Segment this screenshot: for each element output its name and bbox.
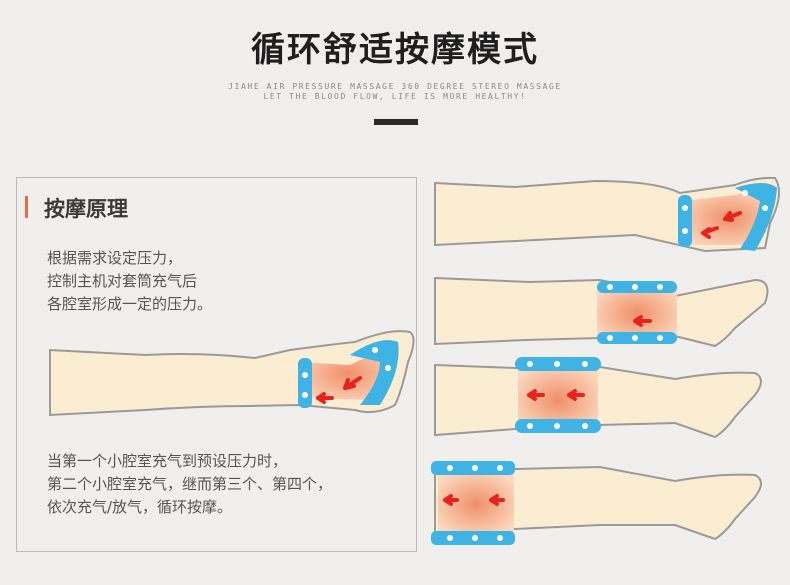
panel-leg-figure (49, 330, 415, 416)
subtitle-line-2: LET THE BLOOD FLOW, LIFE IS MORE HEALTHY… (263, 92, 527, 101)
page-title: 循环舒适按摩模式 (251, 30, 539, 70)
principle-panel (16, 177, 417, 552)
stage-4-thigh (431, 461, 762, 545)
stage-3-knee (434, 357, 762, 439)
subtitle-line-1: JIAHE AIR PRESSURE MASSAGE 360 DEGREE ST… (228, 82, 562, 91)
principle-text-2: 当第一个小腔室充气到预设压力时， 第二个小腔室充气，继而第三个、第四个， 依次充… (47, 452, 333, 516)
panel-heading: 按摩原理 (44, 197, 128, 221)
stage-1-foot (434, 176, 780, 253)
principle-text-1: 根据需求设定压力， 控制主机对套筒充气后 各腔室形成一定的压力。 (47, 249, 213, 313)
stage-2-calf (434, 276, 769, 348)
title-divider (374, 119, 418, 125)
heading-accent-bar (25, 196, 28, 218)
